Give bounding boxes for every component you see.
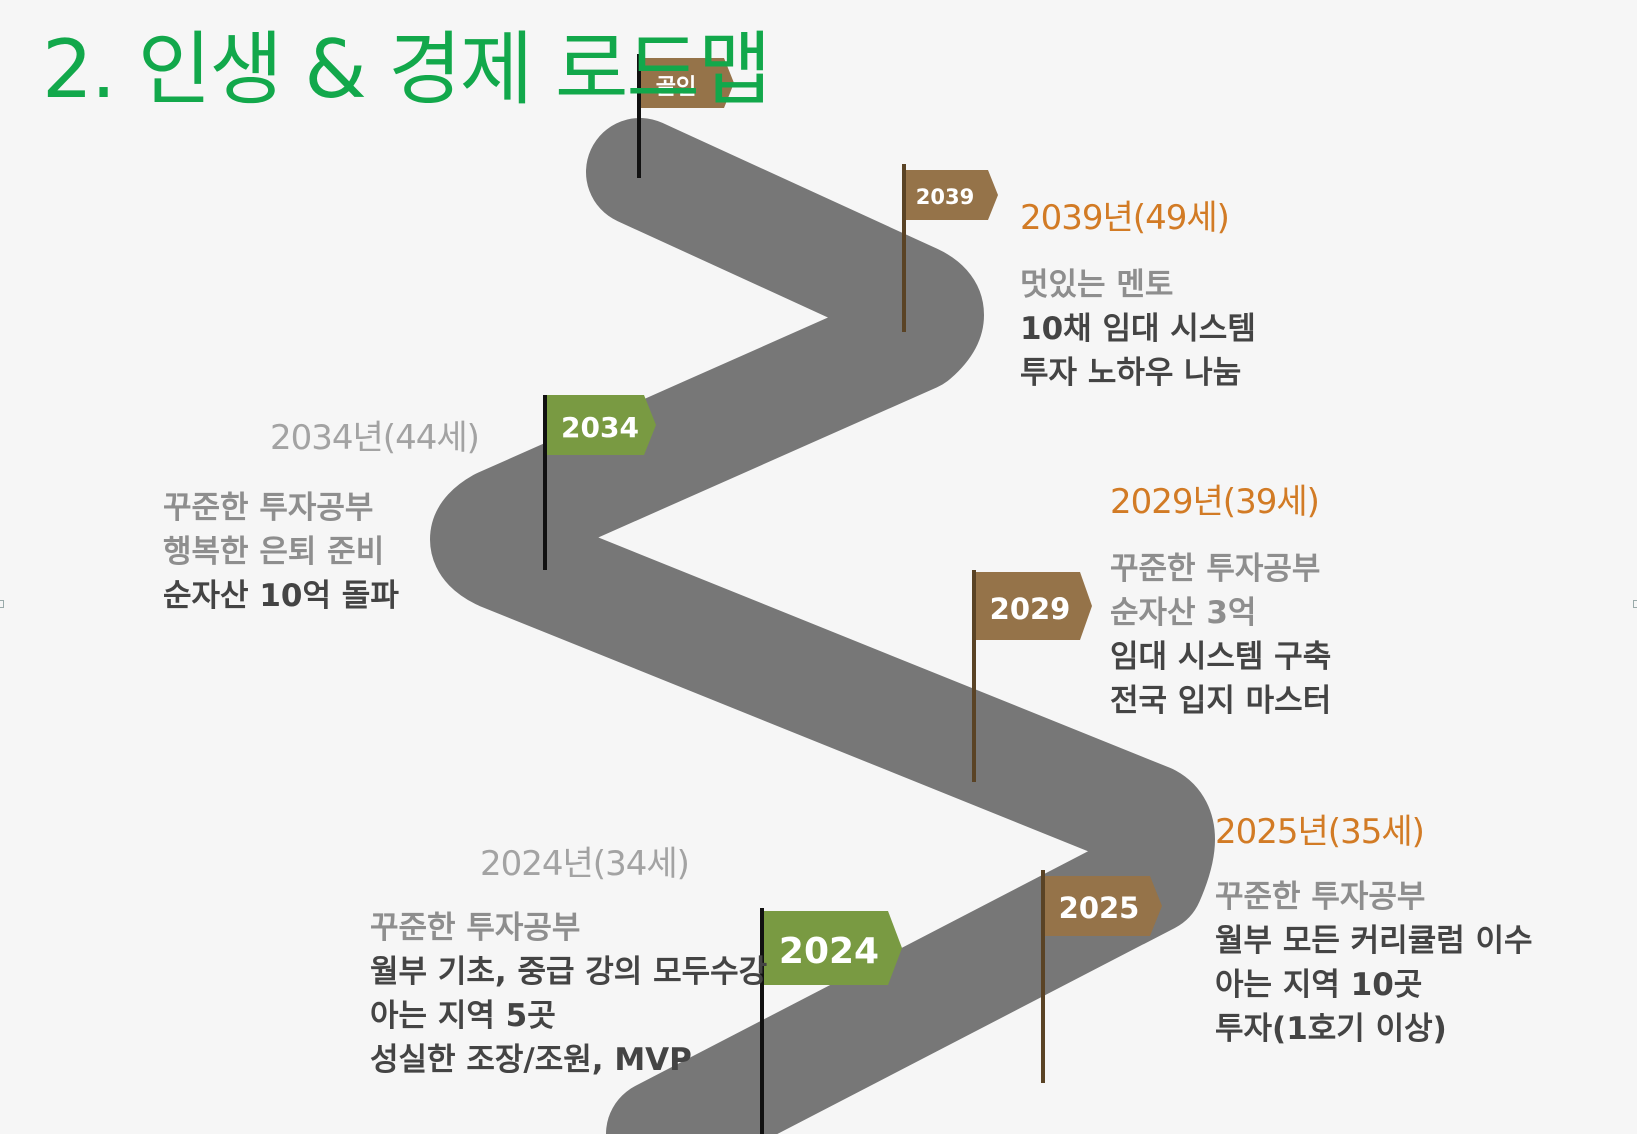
left-resize-handle[interactable] [0,600,4,608]
milestone-line: 꾸준한 투자공부 [370,910,581,946]
milestone-2034: 2034년(44세) [270,418,480,458]
milestone-year: 2024년(34세) [480,844,690,884]
milestone-2034-details: 꾸준한 투자공부 행복한 은퇴 준비 순자산 10억 돌파 [163,486,399,618]
flag-banner [976,572,1092,640]
flag-2025: 2025 [1041,870,1162,1083]
milestone-line: 행복한 은퇴 준비 [163,534,385,570]
milestone-line: 월부 기초, 중급 강의 모두수강 [370,954,768,990]
milestone-line: 10채 임대 시스템 [1020,311,1256,348]
flag-2029: 2029 [972,570,1092,782]
milestone-year: 2029년(39세) [1110,482,1320,522]
milestone-line: 성실한 조장/조원, MVP [370,1042,692,1078]
milestone-year: 2025년(35세) [1215,812,1425,852]
milestone-line: 꾸준한 투자공부 [1110,551,1321,588]
milestone-line: 아는 지역 10곳 [1215,967,1423,1004]
milestone-2025: 2025년(35세) 꾸준한 투자공부 월부 모든 커리큘럼 이수 아는 지역 … [1215,812,1533,1051]
flag-label: 2024 [779,931,879,972]
milestone-line: 임대 시스템 구축 [1110,639,1332,676]
flag-banner [764,911,902,985]
milestone-line: 투자 노하우 나눔 [1020,355,1242,392]
flag-banner [641,58,734,108]
milestone-line: 순자산 3억 [1110,595,1257,632]
flag-2039: 2039 [902,164,998,332]
milestone-2024-details: 꾸준한 투자공부 월부 기초, 중급 강의 모두수강 아는 지역 5곳 성실한 … [370,906,767,1082]
flag-label: 2029 [990,592,1071,626]
milestone-2029: 2029년(39세) 꾸준한 투자공부 순자산 3억 임대 시스템 구축 전국 … [1110,482,1332,723]
flag-label: 2025 [1059,891,1140,925]
milestone-line: 아는 지역 5곳 [370,998,556,1034]
right-resize-handle[interactable] [1633,600,1637,608]
page-title: 2. 인생 & 경제 로드맵 [42,23,772,116]
flag-label: 골인 [656,75,696,100]
flag-goal: 골인 [637,54,734,178]
milestone-line: 전국 입지 마스터 [1110,683,1332,720]
flag-banner [547,395,656,455]
milestone-line: 순자산 10억 돌파 [163,578,399,614]
flag-banner [1045,876,1162,936]
flag-2034: 2034 [543,395,656,570]
flag-2024: 2024 [760,908,902,1134]
milestone-2039: 2039년(49세) 멋있는 멘토 10채 임대 시스템 투자 노하우 나눔 [1020,198,1256,395]
milestone-line: 꾸준한 투자공부 [163,490,374,526]
flag-label: 2039 [916,185,974,209]
flag-banner [906,170,998,220]
milestone-line: 멋있는 멘토 [1020,267,1174,304]
winding-road [431,118,1215,1134]
milestone-2024: 2024년(34세) [480,844,690,884]
milestone-line: 꾸준한 투자공부 [1215,879,1426,916]
milestone-year: 2034년(44세) [270,418,480,458]
milestone-line: 투자(1호기 이상) [1215,1011,1447,1048]
milestone-line: 월부 모든 커리큘럼 이수 [1215,923,1533,960]
flag-label: 2034 [561,411,639,444]
milestone-year: 2039년(49세) [1020,198,1230,238]
